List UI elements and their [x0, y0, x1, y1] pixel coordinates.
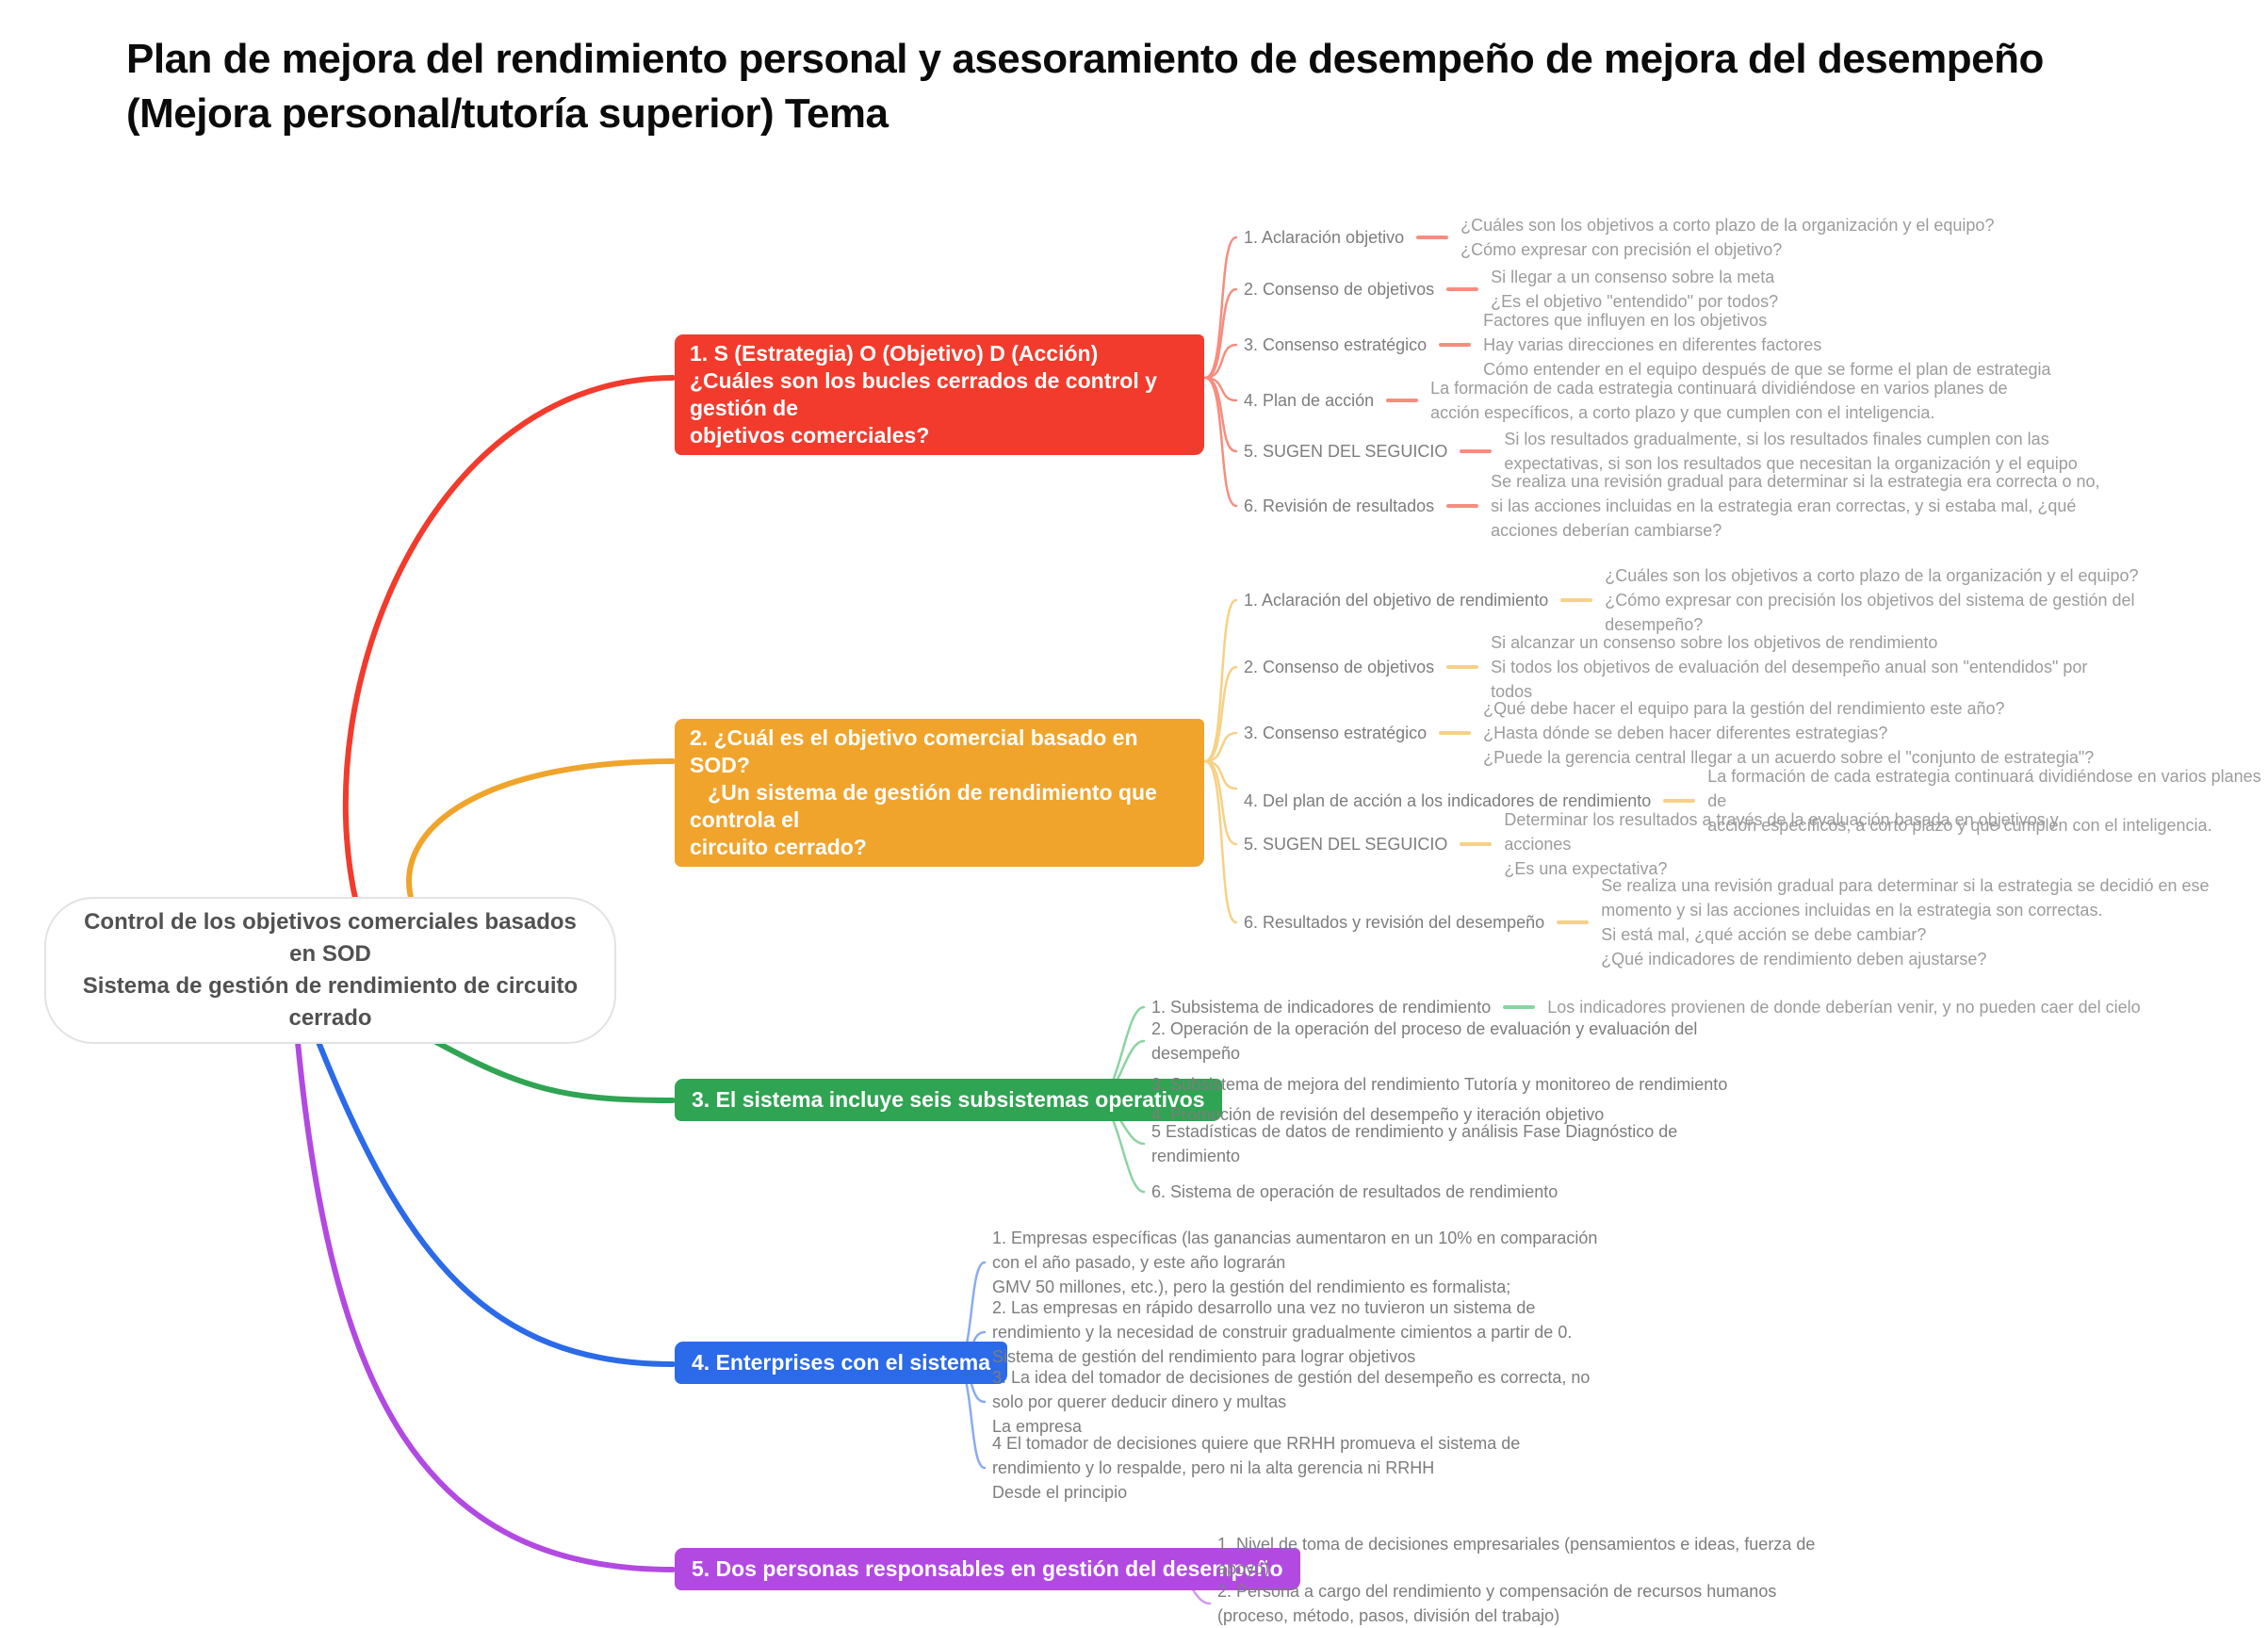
- item-detail: ¿Cuáles son los objetivos a corto plazo …: [1460, 216, 1995, 259]
- mindmap-item[interactable]: 4 El tomador de decisiones quiere que RR…: [992, 1434, 1521, 1502]
- item-label: 3. Consenso estratégico: [1244, 335, 1428, 354]
- branch-node-5[interactable]: 5. Dos personas responsables en gestión …: [675, 1548, 1300, 1590]
- mindmap-item[interactable]: 2. Persona a cargo del rendimiento y com…: [1217, 1582, 1777, 1625]
- branch-node-2[interactable]: 2. ¿Cuál es el objetivo comercial basado…: [675, 719, 1204, 867]
- connector-dash: [1560, 598, 1593, 602]
- mindmap-item[interactable]: 3. Subsistema de mejora del rendimiento …: [1151, 1075, 1728, 1094]
- sub-line: [1203, 598, 1238, 763]
- item-label: 4. Del plan de acción a los indicadores …: [1244, 791, 1652, 810]
- sub-line: [1203, 731, 1238, 763]
- item-label: 6. Resultados y revisión del desempeño: [1244, 913, 1545, 932]
- sub-line: [1203, 759, 1238, 924]
- mindmap-item[interactable]: 1. Empresas específicas (las ganancias a…: [992, 1229, 1598, 1296]
- item-label: 5. SUGEN DEL SEGUICIO: [1244, 835, 1448, 854]
- mindmap-item[interactable]: 4. Plan de acción La formación de cada e…: [1244, 376, 2008, 425]
- branch-node-4[interactable]: 4. Enterprises con el sistema: [675, 1342, 1008, 1384]
- item-detail: La formación de cada estrategia continua…: [1707, 767, 2261, 835]
- mindmap-item[interactable]: 5. SUGEN DEL SEGUICIO Determinar los res…: [1244, 807, 2059, 881]
- sub-line: [1203, 759, 1238, 846]
- root-node[interactable]: Control de los objetivos comerciales bas…: [44, 897, 616, 1044]
- branch-line-purple: [295, 1039, 676, 1572]
- sub-line: [1203, 287, 1238, 380]
- mindmap-item[interactable]: 6. Resultados y revisión del desempeño S…: [1244, 873, 2210, 971]
- item-label: 3. Consenso estratégico: [1244, 724, 1428, 742]
- connector-dash: [1460, 449, 1493, 453]
- connector-dash: [1439, 731, 1472, 735]
- branch-line-red: [342, 375, 676, 905]
- connector-dash: [1460, 842, 1493, 846]
- branch-node-1[interactable]: 1. S (Estrategia) O (Objetivo) D (Acción…: [675, 334, 1204, 455]
- item-label: 1. Subsistema de indicadores de rendimie…: [1151, 998, 1492, 1017]
- mindmap-item[interactable]: 3. Consenso estratégico ¿Qué debe hacer …: [1244, 696, 2094, 770]
- item-label: 1. Aclaración del objetivo de rendimient…: [1244, 591, 1549, 610]
- branch-node-3[interactable]: 3. El sistema incluye seis subsistemas o…: [675, 1079, 1222, 1121]
- mindmap-item[interactable]: 1. Nivel de toma de decisiones empresari…: [1217, 1535, 1816, 1578]
- mindmap-item[interactable]: 5 Estadísticas de datos de rendimiento y…: [1151, 1122, 1678, 1165]
- mindmap-item[interactable]: 4. Del plan de acción a los indicadores …: [1244, 764, 2268, 838]
- connector-dash: [1416, 236, 1449, 239]
- page-title: Plan de mejora del rendimiento personal …: [126, 36, 2044, 137]
- mindmap-item[interactable]: 6. Sistema de operación de resultados de…: [1151, 1182, 1558, 1201]
- mindmap-item[interactable]: 6. Revisión de resultados Se realiza una…: [1244, 469, 2099, 543]
- mindmap-item[interactable]: 2. Operación de la operación del proceso…: [1151, 1019, 1698, 1063]
- sub-line: [1203, 343, 1238, 380]
- mindmap-item[interactable]: 3. La idea del tomador de decisiones de …: [992, 1368, 1591, 1436]
- connector-dash: [1503, 1005, 1536, 1009]
- mindmap-item[interactable]: 1. Subsistema de indicadores de rendimie…: [1151, 995, 2141, 1019]
- item-detail: Determinar los resultados a través de la…: [1504, 810, 2059, 878]
- branch-line-blue: [316, 1039, 676, 1367]
- mindmap-item[interactable]: 1. Aclaración del objetivo de rendimient…: [1244, 563, 2139, 637]
- connector-dash: [1386, 399, 1419, 402]
- item-detail: ¿Qué debe hacer el equipo para la gestió…: [1483, 699, 2095, 767]
- mindmap-item[interactable]: 5. SUGEN DEL SEGUICIO Si los resultados …: [1244, 427, 2078, 476]
- item-label: 6. Revisión de resultados: [1244, 497, 1435, 515]
- item-detail: Los indicadores provienen de donde deber…: [1547, 998, 2141, 1017]
- connector-dash: [1446, 665, 1479, 669]
- item-detail: ¿Cuáles son los objetivos a corto plazo …: [1605, 566, 2139, 634]
- mindmap-item[interactable]: 2. Las empresas en rápido desarrollo una…: [992, 1298, 1573, 1366]
- item-label: 4. Plan de acción: [1244, 391, 1375, 410]
- item-detail: Si los resultados gradualmente, si los r…: [1504, 430, 2078, 473]
- item-detail: Se realiza una revisión gradual para det…: [1491, 472, 2100, 540]
- mindmap-item[interactable]: 2. Consenso de objetivos Si alcanzar un …: [1244, 630, 2087, 704]
- branch-line-orange: [406, 758, 676, 907]
- connector-dash: [1663, 799, 1696, 803]
- sub-line: [1203, 665, 1238, 763]
- mindmap-item[interactable]: 4. Promoción de revisión del desempeño y…: [1151, 1105, 1605, 1124]
- item-detail: Si llegar a un consenso sobre la meta ¿E…: [1491, 268, 1779, 311]
- item-detail: La formación de cada estrategia continua…: [1430, 379, 2008, 422]
- mindmap-item[interactable]: 1. Aclaración objetivo ¿Cuáles son los o…: [1244, 213, 1994, 262]
- item-detail: Si alcanzar un consenso sobre los objeti…: [1491, 633, 2088, 701]
- mindmap-item[interactable]: 2. Consenso de objetivos Si llegar a un …: [1244, 265, 1778, 314]
- connector-dash: [1446, 504, 1479, 508]
- connector-dash: [1439, 343, 1472, 347]
- item-label: 5. SUGEN DEL SEGUICIO: [1244, 442, 1448, 461]
- connector-dash: [1557, 920, 1590, 924]
- branch-line-green: [423, 1034, 676, 1103]
- item-detail: Factores que influyen en los objetivos H…: [1483, 311, 2051, 379]
- item-detail: Se realiza una revisión gradual para det…: [1601, 876, 2210, 969]
- item-label: 2. Consenso de objetivos: [1244, 658, 1435, 676]
- mindmap-item[interactable]: 3. Consenso estratégico Factores que inf…: [1244, 308, 2051, 382]
- connector-dash: [1446, 287, 1479, 291]
- item-label: 1. Aclaración objetivo: [1244, 228, 1405, 247]
- item-label: 2. Consenso de objetivos: [1244, 280, 1435, 299]
- sub-line: [1203, 236, 1238, 380]
- sub-line: [1203, 376, 1238, 508]
